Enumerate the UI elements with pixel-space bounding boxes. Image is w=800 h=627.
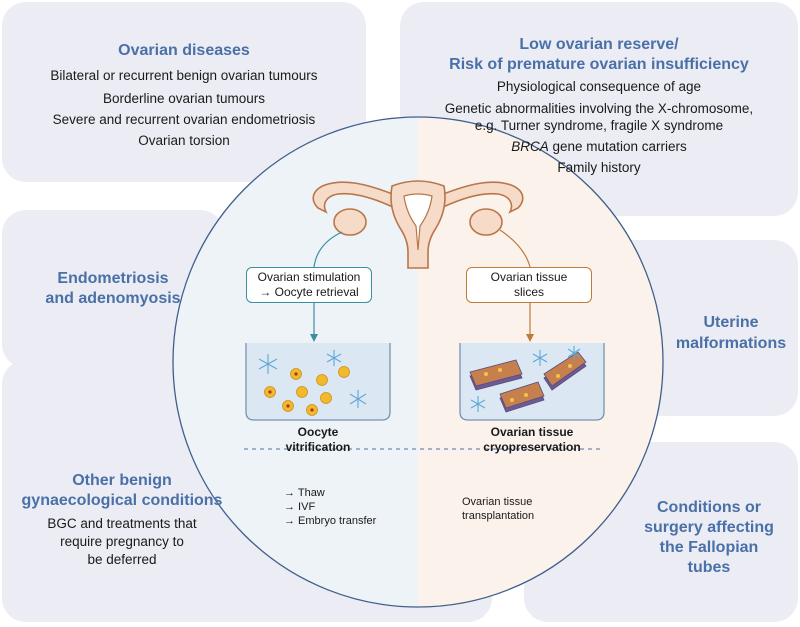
- ovarian-diseases-item: Borderline ovarian tumours: [102, 91, 266, 106]
- tissue-caption: Ovarian tissue cryopreservation: [452, 425, 612, 455]
- step-ivf: → IVF: [284, 501, 316, 513]
- low-reserve-item: BRCA gene mutation carriers: [400, 138, 798, 156]
- low-reserve-title-1: Low ovarian reserve/: [519, 36, 679, 53]
- low-reserve-item: Physiological consequence of age: [496, 79, 702, 94]
- ovarian-stimulation-box: Ovarian stimulation → Oocyte retrieval: [246, 267, 372, 303]
- fallopian-title-1: Conditions or: [657, 499, 761, 516]
- ovarian-tissue-slices-box: Ovarian tissue slices: [466, 267, 592, 303]
- right-connector: [499, 229, 531, 268]
- left-connector: [313, 231, 343, 268]
- endometriosis-title-2: and adenomyosis: [45, 290, 181, 307]
- step-thaw: → Thaw: [284, 487, 325, 499]
- ovarian-diseases-title: Ovarian diseases: [118, 42, 250, 59]
- transplantation-line-1: Ovarian tissue: [462, 496, 533, 508]
- ovarian-diseases-item: Ovarian torsion: [138, 133, 230, 148]
- oocyte-caption: Oocyte vitrification: [246, 425, 390, 455]
- slices-line-2: slices: [513, 285, 544, 299]
- fallopian-title-2: surgery affecting: [644, 519, 774, 536]
- low-reserve-item: e.g. Turner syndrome, fragile X syndrome: [474, 118, 724, 133]
- low-reserve-item: Genetic abnormalities involving the X-ch…: [444, 101, 754, 116]
- benign-item: require pregnancy to: [60, 534, 184, 549]
- ovarian-diseases-item: Bilateral or recurrent benign ovarian tu…: [50, 68, 318, 83]
- brca-text: BRCA: [511, 139, 549, 154]
- benign-title-1: Other benign: [72, 472, 172, 489]
- tissue-caption-line-2: cryopreservation: [483, 440, 581, 454]
- step-embryo-transfer: → Embryo transfer: [284, 515, 377, 527]
- slices-line-1: Ovarian tissue: [490, 270, 568, 284]
- uterine-title: Uterine malformations: [675, 314, 787, 352]
- benign-item: be deferred: [87, 552, 157, 567]
- low-reserve-item: Family history: [557, 160, 641, 175]
- brca-suffix: gene mutation carriers: [548, 139, 687, 154]
- low-reserve-title-2: Risk of premature ovarian insufficiency: [449, 56, 749, 73]
- endometriosis-title-1: Endometriosis: [57, 270, 169, 287]
- fallopian-title-4: tubes: [687, 559, 731, 576]
- stimulation-line-1: Ovarian stimulation: [257, 270, 361, 284]
- tissue-caption-line-1: Ovarian tissue: [490, 425, 574, 439]
- transplantation-line-2: transplantation: [462, 510, 535, 522]
- stimulation-line-2: → Oocyte retrieval: [259, 285, 359, 299]
- fallopian-title-3: the Fallopian: [659, 539, 759, 556]
- oocyte-caption-line-1: Oocyte: [297, 425, 339, 439]
- left-steps: → Thaw → IVF → Embryo transfer: [284, 486, 404, 528]
- right-steps: Ovarian tissue transplantation: [462, 495, 582, 523]
- benign-item: BGC and treatments that: [47, 516, 197, 531]
- benign-title-2: gynaecological conditions: [21, 492, 223, 509]
- oocyte-caption-line-2: vitrification: [285, 440, 351, 454]
- ovarian-diseases-item: Severe and recurrent ovarian endometrios…: [52, 112, 316, 127]
